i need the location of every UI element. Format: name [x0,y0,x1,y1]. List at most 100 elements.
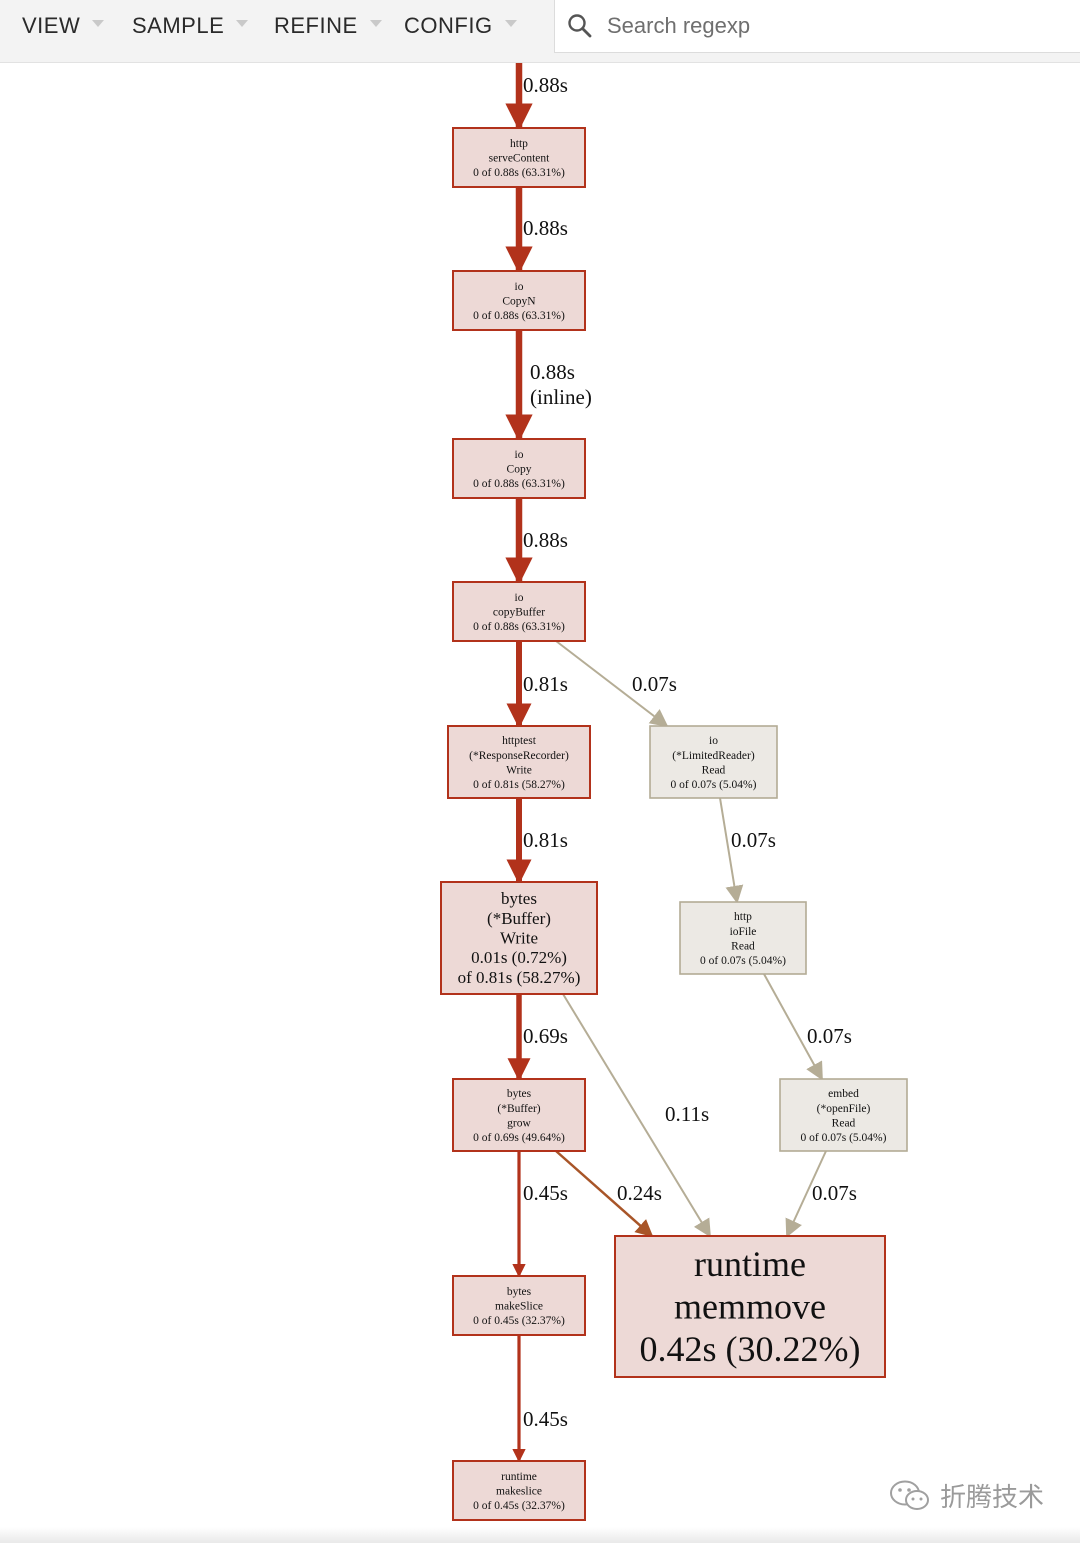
edge-line[interactable] [719,797,744,904]
caret-down-icon [369,19,382,27]
menu-sample[interactable]: SAMPLE [132,0,249,52]
node-label: grow [507,1117,531,1129]
graph-node[interactable]: bytes makeSlice 0 of 0.45s (32.37%) [452,1275,586,1336]
edge-label: 0.88s [523,73,568,97]
node-label: io [709,735,718,747]
graph-edge[interactable]: 0.07s [763,973,852,1081]
node-label: bytes [507,1286,532,1298]
node-label: copyBuffer [493,607,545,619]
edge-line[interactable] [555,1150,654,1238]
node-label: memmove [674,1286,826,1326]
node-box[interactable] [649,725,778,799]
graph-edge[interactable]: 0.07s [719,797,776,904]
edge-label: 0.11s [665,1102,709,1126]
node-box[interactable] [440,881,598,995]
edge-label: 0.81s [523,828,568,852]
edge-line[interactable] [562,993,711,1238]
edge-line[interactable] [555,640,669,728]
node-label: 0 of 0.45s (32.37%) [473,1315,565,1327]
menu-refine[interactable]: REFINE [274,0,382,52]
node-box[interactable] [452,1460,586,1521]
edge-label: 0.69s [523,1024,568,1048]
node-label: 0 of 0.07s (5.04%) [671,779,757,791]
edge-label: 0.07s [807,1024,852,1048]
node-label: runtime [501,1471,537,1483]
graph-edge[interactable]: 0.07s [555,640,677,728]
watermark-text: 折腾技术 [940,1482,1045,1512]
caret-down-icon [236,19,249,27]
node-label: http [734,911,752,923]
node-box[interactable] [452,438,586,499]
graph-edge[interactable]: 0.45s [512,1151,568,1278]
node-label: runtime [694,1244,806,1284]
node-box[interactable] [614,1235,886,1378]
node-label: bytes [501,889,537,908]
node-label: 0 of 0.69s (49.64%) [473,1132,565,1144]
node-label: 0 of 0.07s (5.04%) [700,955,786,967]
edge-label: 0.45s [523,1181,568,1205]
edge-line[interactable] [763,973,823,1081]
graph-edge[interactable]: 0.07s [785,1150,857,1238]
node-label: io [515,592,524,604]
node-box[interactable] [679,901,807,975]
search-box [554,0,1080,53]
graph-edge[interactable]: 0.81s [506,641,568,729]
node-box[interactable] [452,127,586,188]
node-label: (*ResponseRecorder) [469,750,569,762]
edge-label: 0.81s [523,672,568,696]
graph-edge[interactable]: 0.11s [562,993,711,1238]
menu-view[interactable]: VIEW [22,0,105,52]
graph-edge[interactable]: 0.88s [505,498,568,585]
caret-down-icon [504,19,517,27]
node-box[interactable] [447,725,591,799]
edge-line[interactable] [785,1150,827,1238]
node-label: (*Buffer) [487,909,551,928]
node-label: Read [702,764,726,776]
node-label: ioFile [730,926,757,938]
node-box[interactable] [452,1078,586,1152]
node-label: makeSlice [495,1301,543,1313]
node-label: Read [832,1117,856,1129]
scroll-shadow [0,1527,1080,1543]
menu-refine-label: REFINE [274,13,358,38]
node-box[interactable] [779,1078,908,1152]
graph-node[interactable]: runtime makeslice 0 of 0.45s (32.37%) [452,1460,586,1521]
node-box[interactable] [452,270,586,331]
node-label: makeslice [496,1486,542,1498]
edge-label: 0.07s [632,672,677,696]
node-label: 0.42s (30.22%) [640,1329,861,1369]
node-box[interactable] [452,581,586,642]
node-label: CopyN [502,296,536,308]
edge-label: 0.24s [617,1181,662,1205]
graph-edge[interactable]: 0.45s [512,1335,568,1463]
node-box[interactable] [452,1275,586,1336]
node-label: http [510,138,528,150]
graph-edge[interactable]: 0.24s [555,1150,662,1238]
edge-label: 0.07s [812,1181,857,1205]
graph-edge[interactable]: 0.88s [505,63,568,131]
menu-config[interactable]: CONFIG [404,0,517,52]
graph-edge[interactable]: 0.81s [506,798,568,885]
graph-edge[interactable]: 0.88s [505,187,568,274]
call-graph[interactable]: 0.88s 0.88s 0.88s(inline) 0.88s 0.81s 0.07s 0.… [0,63,1080,1543]
graph-edge[interactable]: 0.69s [507,994,568,1082]
node-label: 0.01s (0.72%) [471,948,567,967]
graph-edge[interactable]: 0.88s(inline) [505,330,592,442]
search-input[interactable] [605,12,1029,40]
node-label: (*Buffer) [497,1103,540,1115]
node-label: httptest [502,735,537,747]
node-label: 0 of 0.45s (32.37%) [473,1500,565,1512]
node-label: Write [500,929,538,948]
